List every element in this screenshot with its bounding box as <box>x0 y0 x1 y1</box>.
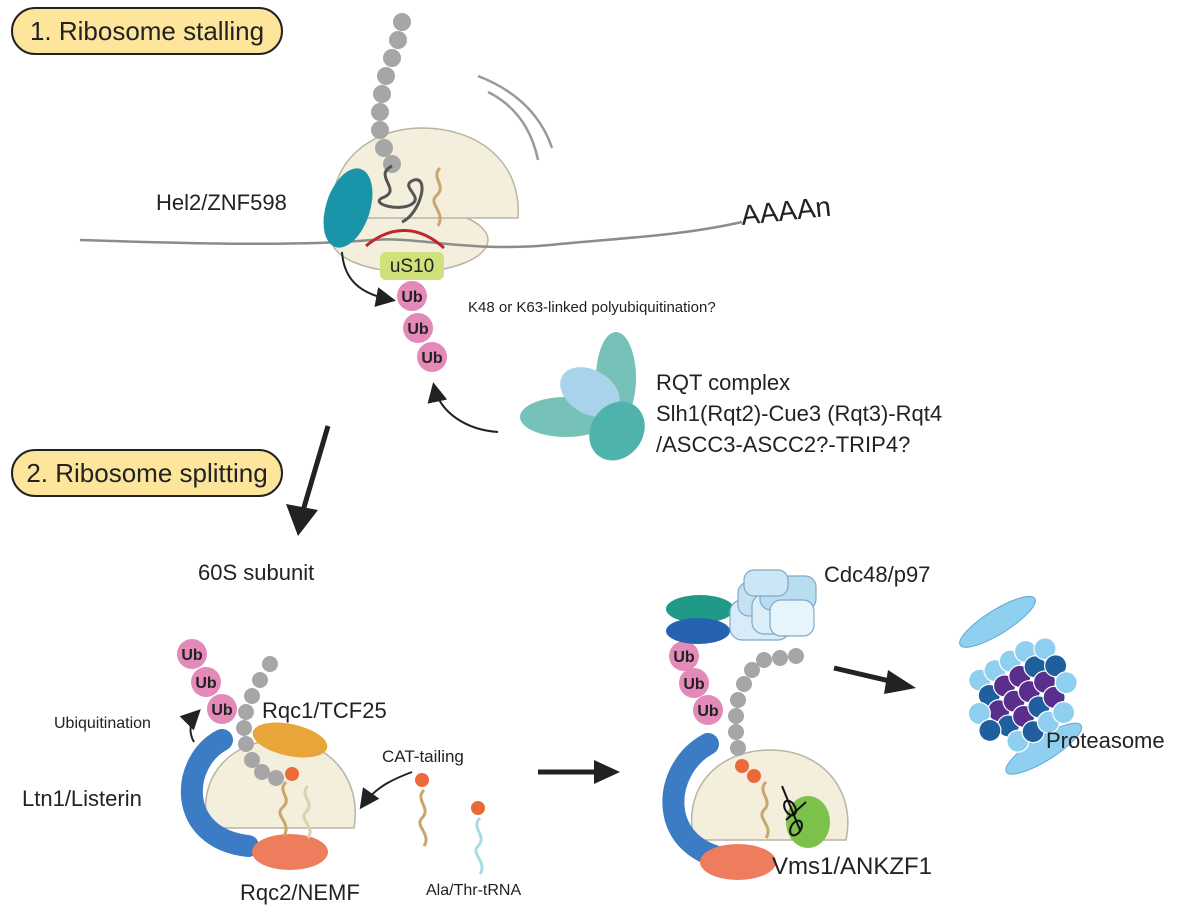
subunit-60s-label: 60S subunit <box>198 560 314 585</box>
rqt-components-2: /ASCC3-ASCC2?-TRIP4? <box>656 432 910 457</box>
step1-label: 1. Ribosome stalling <box>30 16 264 46</box>
cat-tailing-label: CAT-tailing <box>382 747 464 766</box>
ub-label: Ub <box>673 649 695 666</box>
rqt-to-ub-arrow <box>427 382 499 433</box>
ub-label: Ub <box>697 703 719 720</box>
vibration-lines <box>477 74 554 161</box>
step2-label: 2. Ribosome splitting <box>26 458 267 488</box>
step2-badge: 2. Ribosome splitting <box>11 449 283 497</box>
free-trna-2 <box>474 816 484 875</box>
us10-box: uS10 <box>380 252 444 280</box>
proteasome-label: Proteasome <box>1046 728 1165 753</box>
mrna-strand <box>79 220 743 249</box>
rqt-title: RQT complex <box>656 370 790 395</box>
ala-residue-2 <box>471 801 485 815</box>
splitting-arrow-icon <box>286 425 331 536</box>
ubiquitination-arrow <box>179 709 201 743</box>
trna-right <box>760 780 770 839</box>
ub-label: Ub <box>211 702 233 719</box>
ub-label: Ub <box>195 675 217 692</box>
ub-label: Ub <box>683 676 705 693</box>
nascent-peptide-right <box>728 648 804 756</box>
step1-badge: 1. Ribosome stalling <box>11 7 283 55</box>
ubiquitination-label: Ubiquitination <box>54 715 151 732</box>
ala-thr-trna-label: Ala/Thr-tRNA <box>426 882 521 899</box>
scissors-icon <box>781 785 807 837</box>
cat-tail-residue <box>285 767 299 781</box>
nascent-peptide-chain <box>371 13 411 173</box>
cat-residue-right-2 <box>747 769 761 783</box>
hel2-protein <box>323 168 373 248</box>
tangled-peptide <box>377 164 424 224</box>
free-trna-1 <box>418 788 428 847</box>
mrna-stalled-segment <box>365 229 446 250</box>
rqt-complex <box>520 332 645 461</box>
middle-arrow-icon <box>538 760 620 784</box>
hel2-to-ub-arrow <box>341 251 396 307</box>
ub-label: Ub <box>181 647 203 664</box>
ub-chain-left: Ub Ub Ub <box>177 639 237 724</box>
cat-residue-right-1 <box>735 759 749 773</box>
rqc1-label: Rqc1/TCF25 <box>262 698 387 723</box>
polyubiquitination-question: K48 or K63-linked polyubiquitination? <box>468 299 716 316</box>
cdc48-hexamer-icon <box>729 569 817 641</box>
trna-left-2 <box>302 784 312 839</box>
ub-chain-step1: Ub Ub Ub <box>397 281 447 372</box>
nascent-peptide-left <box>236 656 284 786</box>
rqc2-protein <box>252 834 328 870</box>
rqc2-protein-right <box>700 844 776 880</box>
trna-left-1 <box>278 780 288 837</box>
ltn1-protein <box>180 729 259 857</box>
ub-label: Ub <box>407 321 429 338</box>
trna-in-ribosome <box>432 166 442 227</box>
cat-tailing-arrow <box>359 771 413 810</box>
ub-chain-right: Ub Ub Ub <box>669 641 723 725</box>
us10-label: uS10 <box>390 256 434 277</box>
poly-a-tail-label: AAAAn <box>739 191 832 231</box>
ub-label: Ub <box>421 350 443 367</box>
proteasome-arrow-icon <box>833 665 916 694</box>
ltn1-label: Ltn1/Listerin <box>22 786 142 811</box>
proteasome-icon <box>959 595 1083 775</box>
rqc1-protein <box>252 722 328 758</box>
ub-label: Ub <box>401 289 423 306</box>
hel2-label: Hel2/ZNF598 <box>156 190 287 215</box>
rqt-components-1: Slh1(Rqt2)-Cue3 (Rqt3)-Rqt4 <box>656 401 942 426</box>
vms1-label: Vms1/ANKZF1 <box>772 853 932 880</box>
ala-residue-1 <box>415 773 429 787</box>
cdc48-label: Cdc48/p97 <box>824 562 930 587</box>
rqc2-label: Rqc2/NEMF <box>240 880 360 905</box>
cdc48-adaptor <box>666 595 734 644</box>
